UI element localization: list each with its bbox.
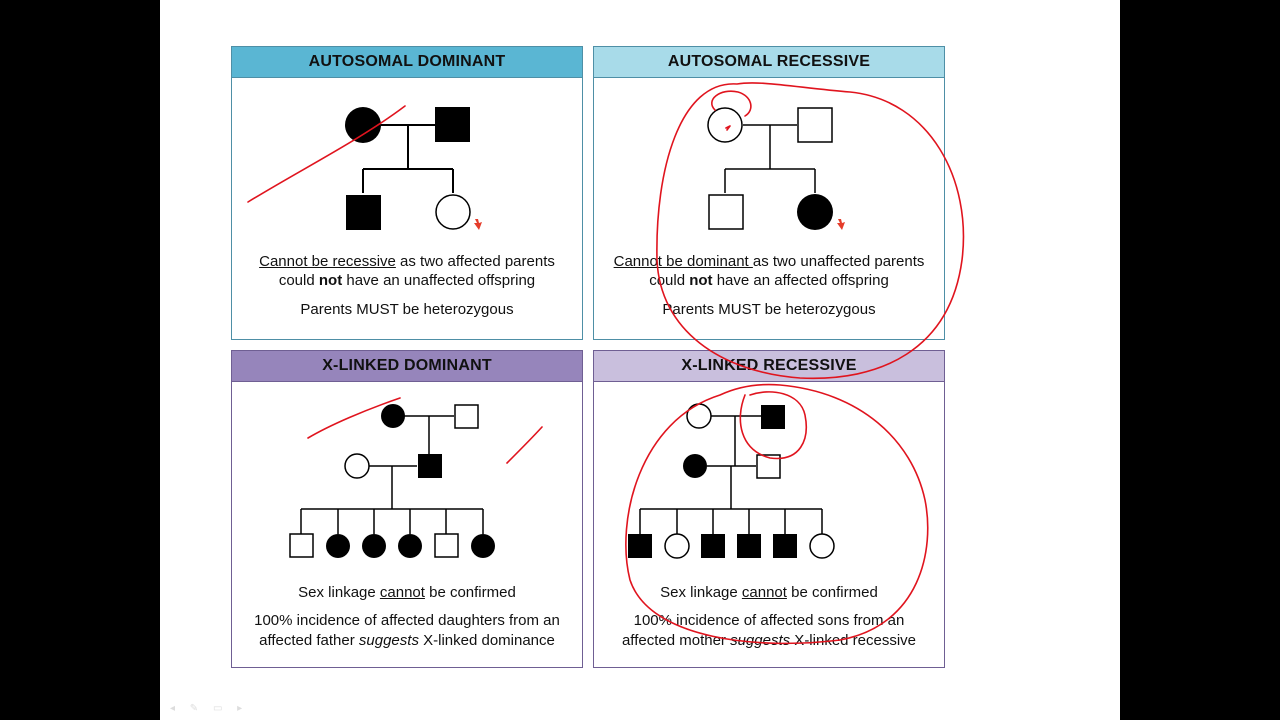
affected-female	[398, 534, 422, 558]
caption-line-2: 100% incidence of affected daughters fro…	[254, 612, 560, 629]
affected-male	[773, 534, 797, 558]
unaffected-female	[809, 533, 835, 559]
panel-x-linked-recessive: X-LINKED RECESSIVE	[593, 350, 945, 668]
caption-line-1: Sex linkage cannot be confirmed	[660, 584, 878, 601]
affected-male	[701, 534, 725, 558]
affected-female	[345, 107, 381, 143]
affected-female	[797, 194, 833, 230]
affected-female	[362, 534, 386, 558]
affected-male	[761, 405, 785, 429]
affected-female	[683, 454, 707, 478]
panel-autosomal-dominant: AUTOSOMAL DOMINANT Cannot be recessive a…	[231, 46, 583, 340]
caption-line-3: affected father suggests X-linked domina…	[259, 632, 555, 649]
caption-line-1: Sex linkage cannot be confirmed	[298, 584, 516, 601]
unaffected-male	[289, 533, 314, 558]
unaffected-male	[756, 454, 781, 479]
unaffected-male	[797, 107, 833, 143]
caption-line-1: Cannot be recessive as two affected pare…	[259, 253, 555, 270]
unaffected-male	[434, 533, 459, 558]
affected-male	[435, 107, 470, 142]
affected-male	[628, 534, 652, 558]
unaffected-male	[454, 404, 479, 429]
caption-line-3: affected mother suggests X-linked recess…	[621, 632, 917, 649]
caption-line-3: Parents MUST be heterozygous	[300, 301, 514, 318]
presenter-toolbar[interactable]: ◂ ✎ ▭ ▸	[170, 703, 249, 714]
panel-header: AUTOSOMAL DOMINANT	[232, 47, 582, 78]
arrow-icon	[474, 219, 482, 230]
unaffected-female	[686, 403, 712, 429]
unaffected-female	[344, 453, 370, 479]
unaffected-female	[707, 107, 743, 143]
affected-male	[737, 534, 761, 558]
caption-line-2: 100% incidence of affected sons from an	[633, 612, 905, 629]
affected-female	[471, 534, 495, 558]
slide: AUTOSOMAL DOMINANT Cannot be recessive a…	[160, 0, 1120, 720]
panel-x-linked-dominant: X-LINKED DOMINANT	[231, 350, 583, 668]
affected-male	[346, 195, 381, 230]
caption-line-2: could not have an unaffected offspring	[278, 272, 536, 289]
panel-header: AUTOSOMAL RECESSIVE	[594, 47, 944, 78]
caption-line-3: Parents MUST be heterozygous	[662, 301, 876, 318]
affected-female	[326, 534, 350, 558]
panel-header: X-LINKED DOMINANT	[232, 351, 582, 382]
affected-female	[381, 404, 405, 428]
unaffected-female	[435, 194, 471, 230]
caption-line-1: Cannot be dominant as two unaffected par…	[613, 253, 925, 270]
panel-autosomal-recessive: AUTOSOMAL RECESSIVE Cannot be dominant a…	[593, 46, 945, 340]
affected-male	[418, 454, 442, 478]
unaffected-female	[664, 533, 690, 559]
pedigree-autosomal-recessive	[707, 107, 845, 230]
caption-line-2: could not have an affected offspring	[649, 272, 889, 289]
unaffected-male	[708, 194, 744, 230]
arrow-icon	[837, 219, 845, 230]
pedigree-autosomal-dominant	[345, 107, 482, 230]
